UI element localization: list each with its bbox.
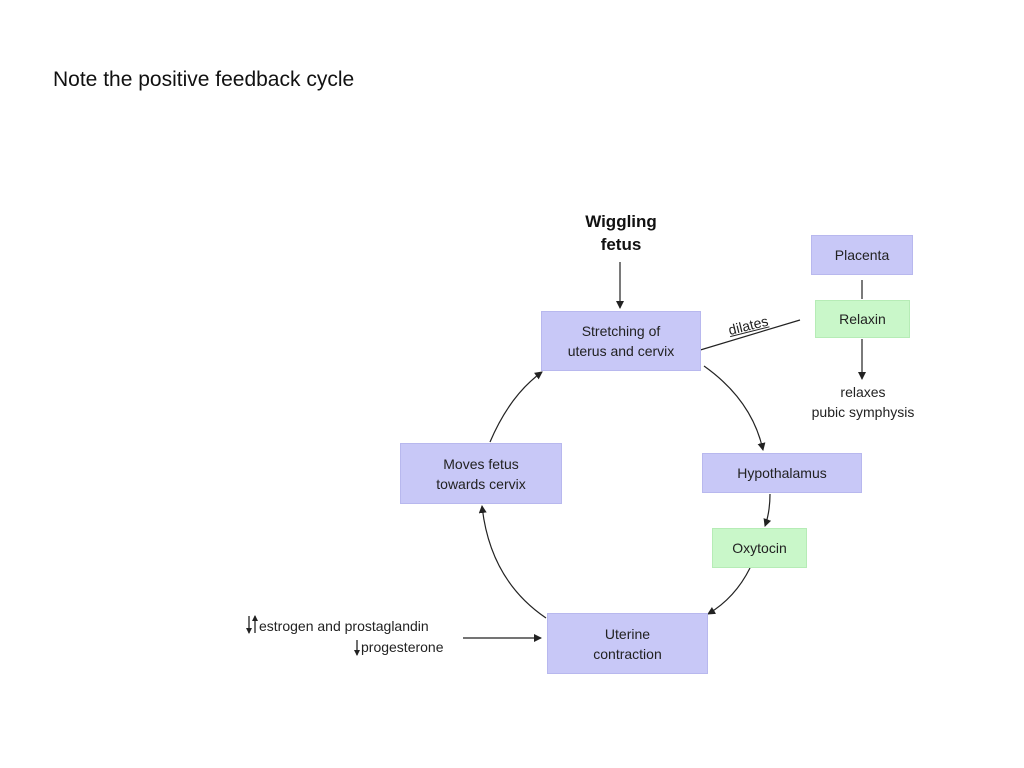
moves-fetus-box: Moves fetus towards cervix (400, 443, 562, 504)
oxytocin-box: Oxytocin (712, 528, 807, 568)
arrow-relaxin-dilates (686, 319, 801, 356)
down-arrow-icon (354, 640, 360, 656)
relaxin-box: Relaxin (815, 300, 910, 338)
arrow-stretching-to-hypothalamus (703, 365, 766, 451)
hormones-line2: progesterone (361, 639, 444, 655)
uterine-contraction-box: Uterine contraction (547, 613, 708, 674)
arrow-uterine-to-moves-fetus (478, 505, 547, 619)
hypothalamus-box: Hypothalamus (702, 453, 862, 493)
relaxes-label: relaxes pubic symphysis (811, 384, 915, 420)
wiggling-fetus-label: Wiggling fetus (585, 212, 657, 254)
arrow-hypothalamus-to-oxytocin (763, 493, 772, 527)
placenta-box: Placenta (811, 235, 913, 275)
updown-arrow-icon (246, 615, 258, 634)
slide-title: Note the positive feedback cycle (53, 68, 355, 91)
arrow-oxytocin-to-uterine (707, 567, 751, 615)
stretching-box: Stretching of uterus and cervix (541, 311, 701, 371)
arrow-moves-fetus-to-stretching (489, 371, 543, 443)
hormones-line1: estrogen and prostaglandin (259, 618, 429, 634)
